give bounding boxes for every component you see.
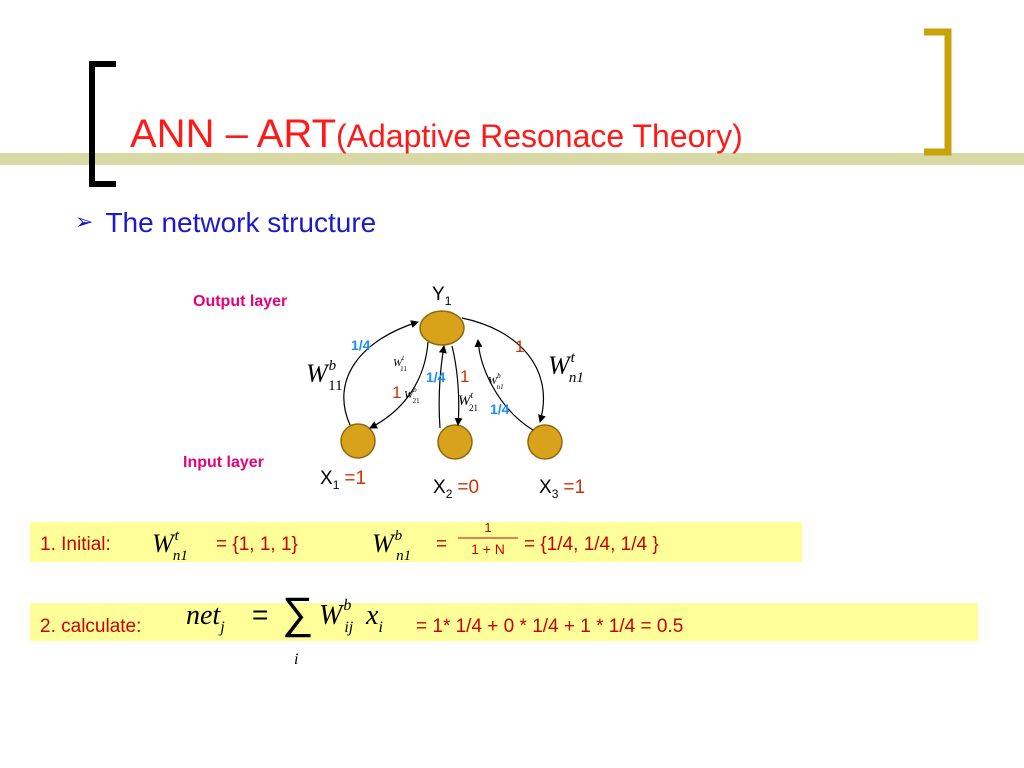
right-bracket xyxy=(924,28,952,156)
step2-net: netj xyxy=(186,600,225,636)
step2-label: 2. calculate: xyxy=(40,616,141,637)
step1-box xyxy=(30,522,802,562)
input-node-x3 xyxy=(527,424,563,460)
arrow-bullet-icon: ➢ xyxy=(75,209,94,234)
step2-eq: = xyxy=(252,599,268,630)
step1-wt-value: = {1, 1, 1} xyxy=(216,534,298,555)
y-node-label: Y1 xyxy=(432,284,452,308)
step2-sigma-index: i xyxy=(294,651,298,668)
input-node-x2 xyxy=(437,424,473,460)
label-x1-up: 1/4 xyxy=(351,337,371,353)
input-label-x3: X3=1 xyxy=(539,477,585,501)
edge-x1-to-y1 xyxy=(343,320,419,426)
title-underline-bar xyxy=(0,153,1024,165)
network-diagram: Output layer Input layer Y1 1/4 1 1/4 1 … xyxy=(183,284,585,501)
label-x3-up: 1/4 xyxy=(490,401,510,417)
title-main: ANN – ART xyxy=(130,112,336,156)
label-x3-down: 1 xyxy=(515,337,524,356)
page-title: ANN – ART(Adaptive Resonace Theory) xyxy=(130,112,743,157)
step2-box xyxy=(30,603,978,641)
step2-result: = 1* 1/4 + 0 * 1/4 + 1 * 1/4 = 0.5 xyxy=(416,616,683,637)
step1-eq: = xyxy=(436,534,447,555)
input-label-x2: X2=0 xyxy=(433,477,479,501)
label-x1-down: 1 xyxy=(392,383,401,402)
input-layer-label: Input layer xyxy=(183,454,264,471)
edge-x3-to-y1 xyxy=(474,339,534,431)
step1-label: 1. Initial: xyxy=(40,534,111,555)
left-bracket xyxy=(89,61,116,187)
step1-wb-value: = {1/4, 1/4, 1/4 } xyxy=(524,534,659,555)
input-node-x1 xyxy=(340,423,376,459)
label-x2-up: 1/4 xyxy=(426,369,446,385)
edge-x2-to-y1 xyxy=(438,345,447,429)
label-x2-down: 1 xyxy=(460,367,469,386)
sigma-icon: ∑ xyxy=(282,589,313,638)
bullet-item: ➢ The network structure xyxy=(75,207,376,239)
bullet-text: The network structure xyxy=(105,207,377,238)
step1-frac-num: 1 xyxy=(484,520,491,535)
output-layer-label: Output layer xyxy=(193,293,287,310)
output-node-y1 xyxy=(419,310,465,346)
input-label-x1: X1=1 xyxy=(320,468,366,492)
step1-frac-den: 1 + N xyxy=(471,541,505,557)
step2-xi: xi xyxy=(365,600,383,636)
edge-y1-to-x2 xyxy=(451,345,463,426)
edge-y1-to-x1 xyxy=(369,341,429,429)
edge-y1-to-x3 xyxy=(461,317,546,423)
title-sub: (Adaptive Resonace Theory) xyxy=(336,118,743,154)
